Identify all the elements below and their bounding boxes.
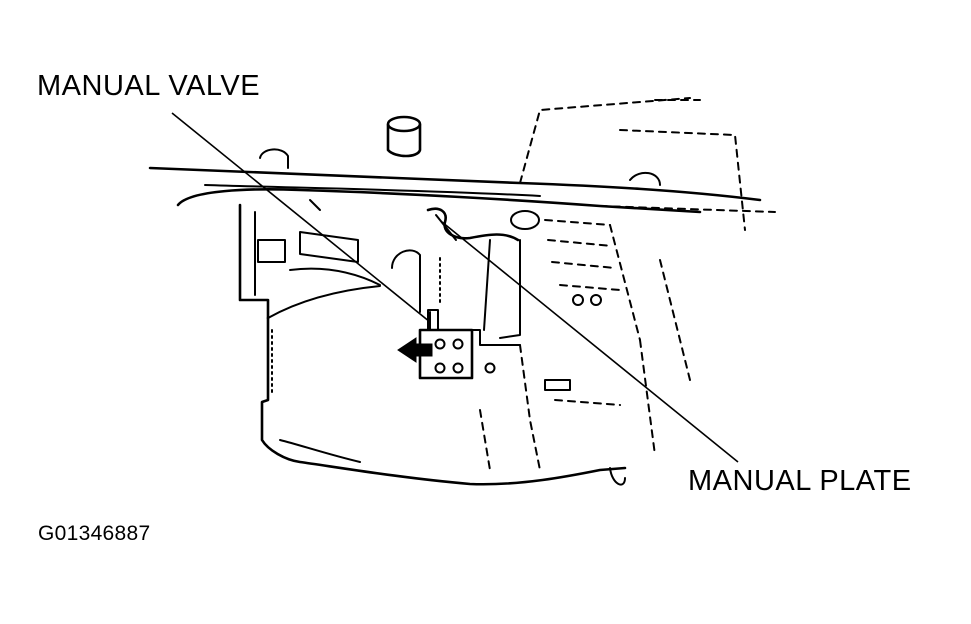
manual-valve-label: MANUAL VALVE xyxy=(37,70,261,102)
figure-code: G01346887 xyxy=(38,522,151,545)
valve-body-lower xyxy=(260,285,627,486)
manual-plate-label: MANUAL PLATE xyxy=(688,465,912,497)
leader-lines xyxy=(171,112,739,463)
upper-housing xyxy=(148,97,776,231)
valve-body-left xyxy=(238,199,441,320)
direction-arrow xyxy=(397,337,433,363)
manual-valve-leader-line xyxy=(171,112,431,323)
boss-cylinders xyxy=(259,115,661,186)
valve-body-right xyxy=(479,219,691,486)
manual-valve-block xyxy=(418,309,496,380)
manual-plate-shape xyxy=(426,207,540,339)
manual-plate-leader-line xyxy=(441,221,739,463)
